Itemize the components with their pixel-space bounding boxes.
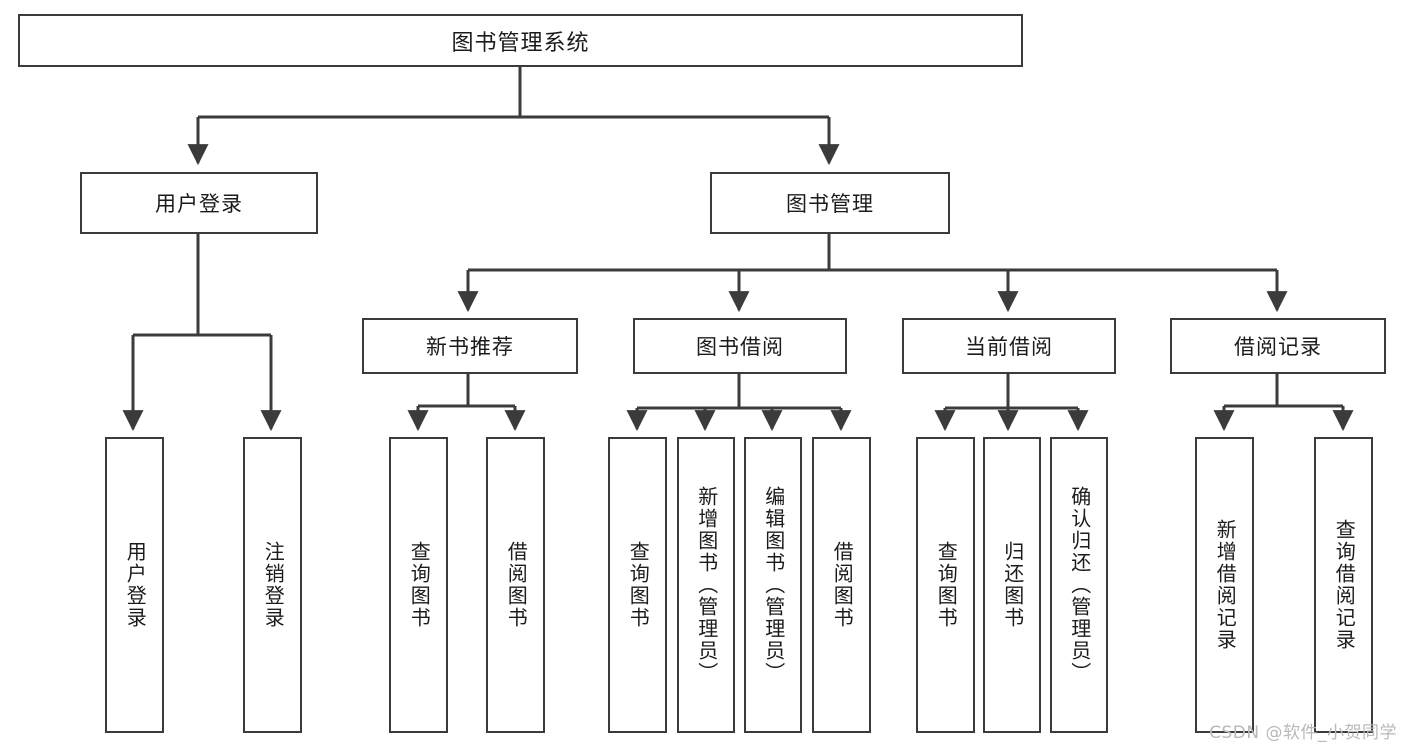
node-borrow-record[interactable]: 借阅记录 [1170, 318, 1386, 374]
leaf-borrow-edit-book[interactable]: 编辑图书（管理员） [744, 437, 802, 733]
leaf-current-return-book[interactable]: 归还图书 [983, 437, 1041, 733]
node-current-borrow[interactable]: 当前借阅 [902, 318, 1116, 374]
leaf-current-query-book[interactable]: 查询图书 [916, 437, 975, 733]
leaf-recommend-borrow-book[interactable]: 借阅图书 [486, 437, 545, 733]
node-book-borrow[interactable]: 图书借阅 [633, 318, 847, 374]
leaf-borrow-add-book[interactable]: 新增图书（管理员） [677, 437, 735, 733]
leaf-recommend-query-book[interactable]: 查询图书 [389, 437, 448, 733]
node-label: 查询图书 [934, 541, 959, 629]
node-label: 新书推荐 [426, 335, 514, 359]
node-label: 确认归还（管理员） [1067, 486, 1092, 684]
node-root-system[interactable]: 图书管理系统 [18, 14, 1023, 67]
csdn-watermark: CSDN @软件_小贺同学 [1209, 723, 1397, 743]
node-label: 编辑图书（管理员） [761, 486, 786, 684]
node-book-management[interactable]: 图书管理 [710, 172, 950, 234]
node-label: 图书管理 [786, 192, 874, 216]
node-label: 借阅图书 [830, 541, 855, 629]
node-label: 归还图书 [1000, 541, 1025, 629]
node-label: 注销登录 [261, 541, 286, 629]
node-label: 查询图书 [626, 541, 651, 629]
leaf-current-confirm-return[interactable]: 确认归还（管理员） [1050, 437, 1108, 733]
node-new-book-recommend[interactable]: 新书推荐 [362, 318, 578, 374]
node-label: 借阅图书 [504, 541, 529, 629]
node-label: 新增图书（管理员） [694, 486, 719, 684]
node-label: 当前借阅 [965, 335, 1053, 359]
leaf-borrow-borrow-book[interactable]: 借阅图书 [812, 437, 871, 733]
leaf-user-login-login[interactable]: 用户登录 [105, 437, 164, 733]
node-label: 用户登录 [123, 541, 148, 629]
node-label: 图书借阅 [696, 335, 784, 359]
node-label: 用户登录 [155, 192, 243, 216]
leaf-borrow-query-book[interactable]: 查询图书 [608, 437, 667, 733]
leaf-record-add-record[interactable]: 新增借阅记录 [1195, 437, 1254, 733]
node-label: 查询图书 [407, 541, 432, 629]
node-label: 新增借阅记录 [1213, 519, 1238, 651]
node-label: 图书管理系统 [451, 30, 590, 56]
leaf-user-login-logout[interactable]: 注销登录 [243, 437, 302, 733]
node-label: 查询借阅记录 [1332, 519, 1357, 651]
leaf-record-query-record[interactable]: 查询借阅记录 [1314, 437, 1373, 733]
node-label: 借阅记录 [1234, 335, 1322, 359]
node-user-login[interactable]: 用户登录 [80, 172, 318, 234]
